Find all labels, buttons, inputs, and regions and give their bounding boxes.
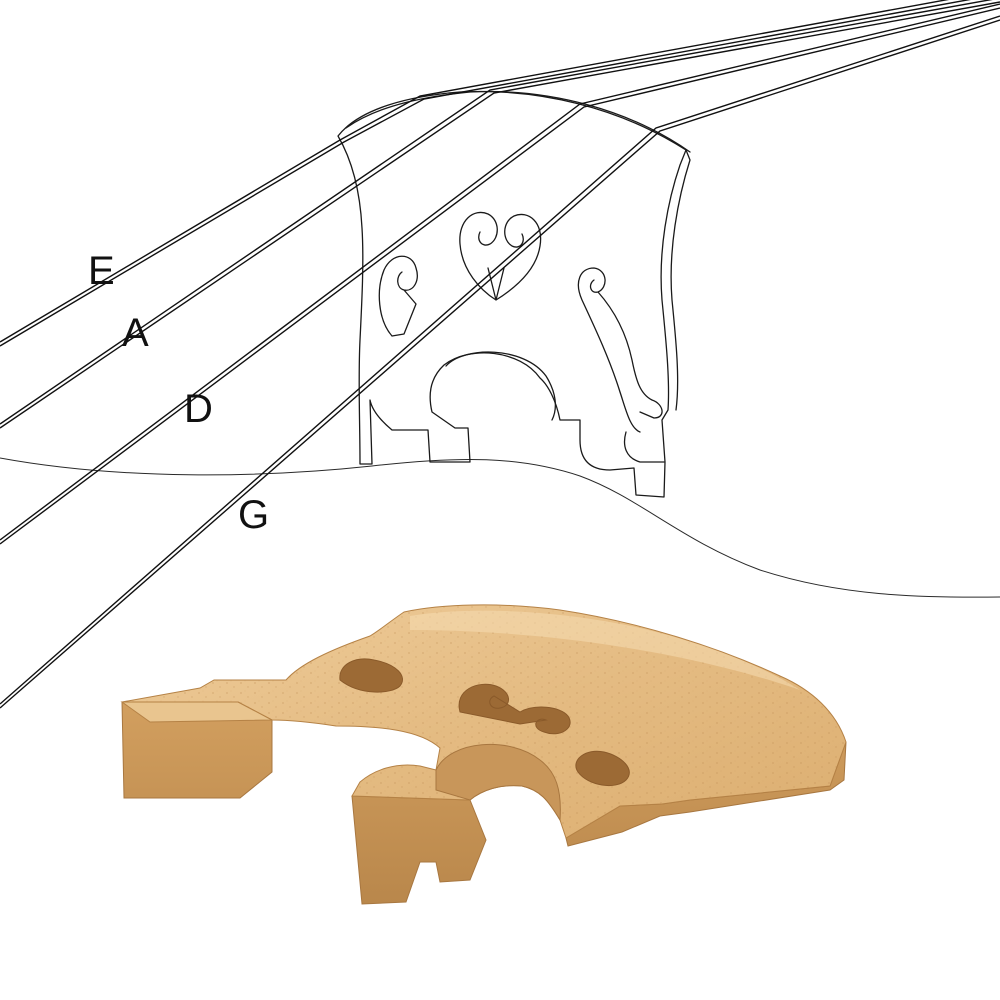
string-label-a: A <box>122 311 149 355</box>
bridge-top-edge <box>345 90 691 153</box>
wooden-bridge-heart-hole <box>458 683 571 735</box>
bridge-right-edge <box>670 149 691 411</box>
string-label-e: E <box>88 249 115 293</box>
string-label-d: D <box>184 387 213 431</box>
bridge-center-arch <box>445 351 557 421</box>
bridge-right-foot <box>623 431 665 463</box>
string-a-line <box>0 0 993 425</box>
string-g-line <box>0 15 1000 705</box>
wooden-bridge-highlight <box>410 610 800 690</box>
instrument-top-outline <box>0 457 1000 598</box>
bridge-outline <box>337 90 687 498</box>
wooden-bridge-center-arch <box>435 743 561 822</box>
bridge-line-drawing <box>337 90 691 498</box>
wooden-bridge-grain <box>122 604 846 838</box>
wooden-bridge-left-hole <box>339 658 403 693</box>
bridge-heart-cutout <box>459 211 542 301</box>
wooden-bridge-left-foot <box>120 701 273 723</box>
strings <box>0 0 1000 709</box>
wooden-bridge-kidney-hole <box>575 750 630 787</box>
string-a-line-2 <box>0 1 1000 429</box>
string-d-line-2 <box>0 7 1000 545</box>
string-e-line-2 <box>0 0 971 347</box>
wooden-bridge-photo <box>120 604 847 905</box>
string-g-line-2 <box>0 19 1000 709</box>
string-e-line <box>0 0 950 343</box>
bridge-left-ear <box>378 255 418 337</box>
bridge-right-wing <box>577 267 663 433</box>
string-label-g: G <box>238 493 269 537</box>
string-d-line <box>0 3 1000 541</box>
